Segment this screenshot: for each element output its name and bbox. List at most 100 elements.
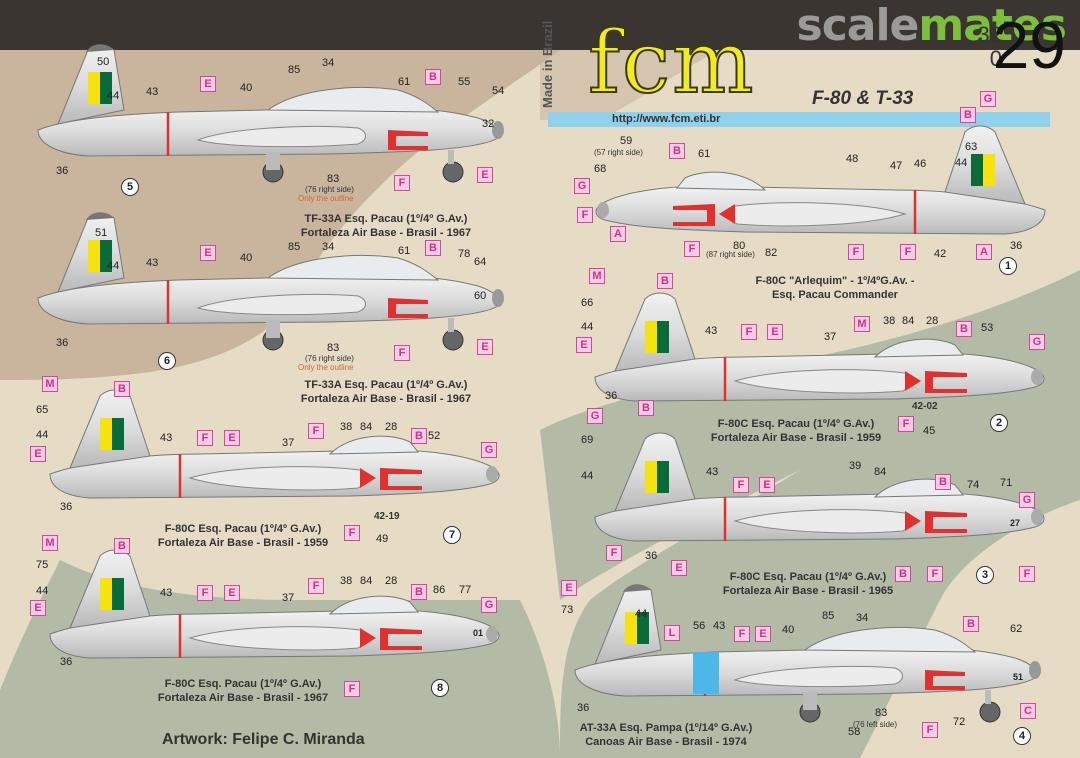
callout-61: 61 — [698, 148, 711, 160]
callout-46: 46 — [914, 158, 927, 170]
callout-60: 60 — [474, 290, 487, 302]
callout-48: 48 — [846, 153, 859, 165]
callout-59: 59 — [620, 135, 633, 147]
callout-43: 43 — [160, 587, 173, 599]
callout-85: 85 — [288, 64, 301, 76]
callout-40: 40 — [240, 82, 253, 94]
caption-line-1: F-80C "Arlequim" - 1º/4ºG.Av. - — [755, 275, 915, 287]
callout-tag-f: F — [898, 416, 914, 432]
callout-tag-f: F — [344, 681, 360, 697]
caption-line-2: Fortaleza Air Base - Brasil - 1967 — [157, 692, 329, 704]
profile-caption: F-80C "Arlequim" - 1º/4ºG.Av. -Esq. Paca… — [735, 274, 935, 302]
callout-tag-e: E — [30, 446, 46, 462]
callout-34: 34 — [322, 241, 335, 253]
f80-silhouette-icon — [593, 431, 1046, 543]
callout-61: 61 — [398, 76, 411, 88]
callout-38: 38 — [340, 421, 353, 433]
caption-line-1: F-80C Esq. Pacau (1º/4º G.Av.) — [164, 523, 322, 535]
callout-tag-e: E — [224, 430, 240, 446]
profile-caption: F-80C Esq. Pacau (1º/4º G.Av.)Fortaleza … — [143, 522, 343, 550]
callout-tag-b: B — [411, 428, 427, 444]
callout-42: 42 — [934, 248, 947, 260]
sheet-scale: 32 — [977, 22, 1002, 47]
note-right-side: (76 right side) — [305, 354, 354, 363]
callout-tag-a: A — [976, 244, 992, 260]
callout-44: 44 — [36, 585, 49, 597]
caption-line-1: AT-33A Esq. Pampa (1º/14º G.Av.) — [579, 722, 753, 734]
website-link[interactable]: http://www.fcm.eti.br — [612, 113, 721, 125]
callout-84: 84 — [874, 466, 887, 478]
made-in-label: Made in Brazil — [540, 20, 555, 108]
callout-28: 28 — [926, 315, 939, 327]
callout-tag-e: E — [200, 245, 216, 261]
callout-tag-m: M — [854, 316, 870, 332]
callout-84: 84 — [360, 421, 373, 433]
note-right-side: (76 right side) — [305, 185, 354, 194]
callout-28: 28 — [385, 421, 398, 433]
profile-caption: F-80C Esq. Pacau (1º/4º G.Av.)Fortaleza … — [708, 570, 908, 598]
callout-tag-f: F — [577, 207, 593, 223]
callout-36: 36 — [56, 165, 69, 177]
serial-number: 42-02 — [912, 401, 938, 412]
callout-51: 51 — [95, 227, 108, 239]
callout-50: 50 — [97, 56, 110, 68]
profile-number-badge: 4 — [1013, 727, 1031, 745]
callout-tag-b: B — [425, 240, 441, 256]
profile-number-badge: 8 — [431, 679, 449, 697]
callout-65: 65 — [36, 404, 49, 416]
callout-61: 61 — [398, 245, 411, 257]
callout-43: 43 — [713, 620, 726, 632]
callout-36: 36 — [60, 501, 73, 513]
callout-69: 69 — [581, 434, 594, 446]
watermark-text-scale: scale — [796, 0, 920, 51]
artwork-credit: Artwork: Felipe C. Miranda — [162, 731, 365, 748]
callout-tag-g: G — [1029, 334, 1045, 350]
callout-tag-f: F — [922, 722, 938, 738]
caption-line-2: Fortaleza Air Base - Brasil - 1967 — [300, 393, 472, 405]
callout-tag-f: F — [848, 244, 864, 260]
callout-tag-g: G — [481, 442, 497, 458]
profile-caption: TF-33A Esq. Pacau (1º/4º G.Av.)Fortaleza… — [286, 212, 486, 240]
callout-tag-g: G — [574, 178, 590, 194]
callout-78: 78 — [458, 248, 471, 260]
callout-tag-f: F — [197, 430, 213, 446]
callout-63: 63 — [965, 141, 978, 153]
callout-tag-m: M — [589, 268, 605, 284]
caption-line-1: TF-33A Esq. Pacau (1º/4º G.Av.) — [304, 213, 468, 225]
callout-tag-f: F — [344, 525, 360, 541]
callout-tag-e: E — [200, 76, 216, 92]
callout-83: 83 — [327, 342, 340, 354]
callout-43: 43 — [160, 432, 173, 444]
callout-tag-f: F — [197, 585, 213, 601]
profile-number-badge: 5 — [121, 178, 139, 196]
f80-silhouette-icon — [593, 291, 1046, 403]
callout-36: 36 — [60, 656, 73, 668]
caption-line-1: F-80C Esq. Pacau (1º/4º G.Av.) — [729, 571, 887, 583]
callout-tag-f: F — [308, 423, 324, 439]
callout-tag-f: F — [394, 345, 410, 361]
sheet-prefix: 0 — [989, 46, 1002, 71]
callout-tag-g: G — [1019, 492, 1035, 508]
callout-72: 72 — [953, 716, 966, 728]
callout-75: 75 — [36, 559, 49, 571]
callout-85: 85 — [822, 610, 835, 622]
callout-tag-b: B — [963, 616, 979, 632]
callout-38: 38 — [883, 315, 896, 327]
callout-tag-e: E — [576, 337, 592, 353]
callout-tag-g: G — [980, 91, 996, 107]
callout-tag-e: E — [224, 585, 240, 601]
callout-44: 44 — [107, 260, 120, 272]
aircraft-profile-4 — [565, 580, 1065, 750]
callout-73: 73 — [561, 604, 574, 616]
callout-64: 64 — [474, 256, 487, 268]
callout-tag-b: B — [411, 584, 427, 600]
callout-tag-g: G — [481, 597, 497, 613]
callout-40: 40 — [782, 624, 795, 636]
callout-40: 40 — [240, 252, 253, 264]
callout-tag-f: F — [394, 175, 410, 191]
callout-36: 36 — [1010, 240, 1023, 252]
callout-44: 44 — [955, 157, 968, 169]
callout-71: 71 — [1000, 477, 1013, 489]
callout-tag-f: F — [308, 578, 324, 594]
aircraft-profile-3 — [575, 425, 1055, 565]
